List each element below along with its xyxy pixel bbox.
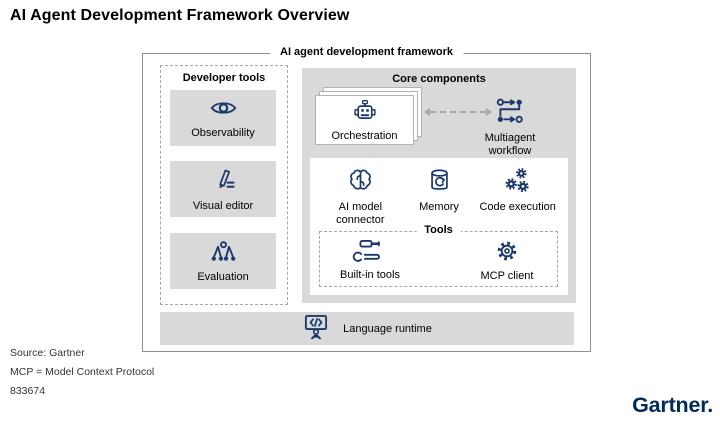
language-runtime-label: Language runtime xyxy=(343,322,432,335)
tool-label: MCP client xyxy=(480,270,534,282)
tool-mcp-client: MCP client xyxy=(461,238,553,282)
orchestration-card: Orchestration xyxy=(315,95,414,145)
core-inner-panel: AI model connector Memory xyxy=(310,158,568,295)
developer-tools-title: Developer tools xyxy=(182,72,266,84)
brain-icon xyxy=(347,167,374,199)
source-note: Source: Gartner xyxy=(10,347,85,359)
workflow-nodes-icon xyxy=(496,97,524,130)
arrowhead-left xyxy=(424,108,430,116)
gartner-logo: Gartner. xyxy=(632,393,713,417)
database-sync-icon xyxy=(427,167,452,199)
component-label: AI model connector xyxy=(336,201,385,226)
footnotes: Source: Gartner MCP = Model Context Prot… xyxy=(10,344,154,401)
developer-tool-label: Visual editor xyxy=(192,200,254,212)
component-label: Memory xyxy=(419,201,459,213)
component-code-execution: Code execution xyxy=(478,167,557,226)
component-ai-model-connector: AI model connector xyxy=(321,167,400,226)
page-title: AI Agent Development Framework Overview xyxy=(10,7,350,24)
developer-tool-observability: Observability xyxy=(170,90,276,146)
eye-icon xyxy=(210,97,237,124)
developer-tools-box: Developer tools Observability xyxy=(160,65,288,305)
core-components-row: AI model connector Memory xyxy=(310,158,568,226)
component-label: Code execution xyxy=(479,201,556,213)
robot-icon xyxy=(353,99,377,128)
orchestration-multiagent-arrow xyxy=(424,107,492,117)
multiagent-workflow-item: Multiagent workflow xyxy=(466,97,554,157)
developer-tool-label: Observability xyxy=(191,127,255,139)
tools-box: Tools Built-in tools xyxy=(319,224,558,287)
hierarchy-tree-icon xyxy=(210,239,237,268)
document-number: 833674 xyxy=(10,385,46,397)
code-presenter-icon xyxy=(302,313,330,345)
pencil-edit-icon xyxy=(210,166,236,197)
gears-icon xyxy=(504,167,531,199)
framework-outer-box: AI agent development framework Developer… xyxy=(142,46,591,352)
component-memory: Memory xyxy=(400,167,479,226)
language-runtime-bar: Language runtime xyxy=(160,312,574,345)
mcp-definition-note: MCP = Model Context Protocol xyxy=(10,366,155,378)
orchestration-card-stack: Orchestration xyxy=(315,87,422,145)
tool-built-in-tools: Built-in tools xyxy=(324,238,416,281)
core-components-box: Core components xyxy=(302,68,576,303)
orchestration-label: Orchestration xyxy=(331,129,398,142)
developer-tool-evaluation: Evaluation xyxy=(170,233,276,289)
dashed-line xyxy=(430,111,486,113)
gear-icon xyxy=(494,238,520,269)
developer-tool-visual-editor: Visual editor xyxy=(170,161,276,217)
framework-label: AI agent development framework xyxy=(270,46,463,58)
wrench-screwdriver-icon xyxy=(352,238,384,268)
tools-title: Tools xyxy=(416,224,461,236)
arrowhead-right xyxy=(486,108,492,116)
core-components-title: Core components xyxy=(392,73,486,85)
multiagent-workflow-label: Multiagent workflow xyxy=(484,132,536,157)
developer-tool-label: Evaluation xyxy=(197,271,249,283)
tool-label: Built-in tools xyxy=(340,269,400,281)
